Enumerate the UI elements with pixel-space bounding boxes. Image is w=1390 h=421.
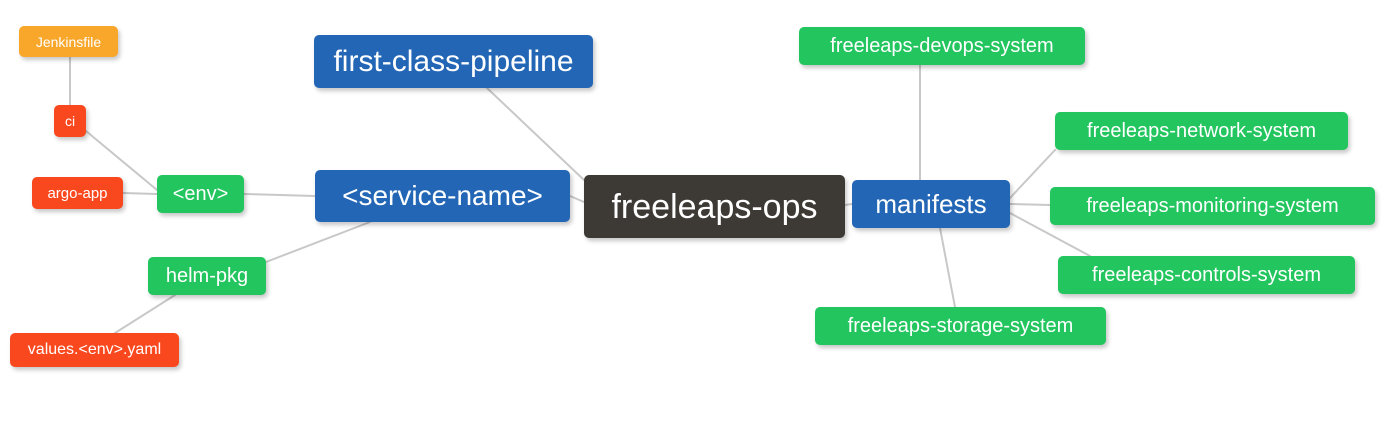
mindmap-node-values-env-yaml[interactable]: values.<env>.yaml	[10, 333, 179, 367]
mindmap-node-helm-pkg[interactable]: helm-pkg	[148, 257, 266, 295]
mindmap-edge-argo-app-to-env	[122, 192, 158, 195]
mindmap-node-ci[interactable]: ci	[54, 105, 86, 137]
mindmap-edge-manifests-to-freeleaps-storage-system	[939, 227, 956, 308]
mindmap-node-manifests[interactable]: manifests	[852, 180, 1010, 228]
mindmap-node-freeleaps-monitoring-system[interactable]: freeleaps-monitoring-system	[1050, 187, 1375, 225]
mindmap-node-label-freeleaps-monitoring-system: freeleaps-monitoring-system	[1086, 195, 1339, 217]
mindmap-node-label-first-class-pipeline: first-class-pipeline	[333, 44, 574, 78]
mindmap-node-label-jenkinsfile: Jenkinsfile	[35, 33, 102, 50]
mindmap-node-label-freeleaps-devops-system: freeleaps-devops-system	[830, 35, 1054, 57]
mindmap-edge-first-class-pipeline-to-freeleaps-ops	[486, 87, 585, 181]
mindmap-node-first-class-pipeline[interactable]: first-class-pipeline	[314, 35, 593, 88]
mindmap-node-label-service-name: <service-name>	[342, 180, 543, 211]
mindmap-node-label-freeleaps-ops: freeleaps-ops	[611, 187, 818, 226]
mindmap-node-label-ci: ci	[64, 113, 76, 129]
mindmap-node-service-name[interactable]: <service-name>	[315, 170, 570, 222]
mindmap-node-freeleaps-ops[interactable]: freeleaps-ops	[584, 175, 845, 238]
mindmap-node-jenkinsfile[interactable]: Jenkinsfile	[19, 26, 118, 57]
mindmap-node-label-manifests: manifests	[875, 189, 987, 219]
mindmap-node-label-values-env-yaml: values.<env>.yaml	[27, 341, 162, 358]
mindmap-node-argo-app[interactable]: argo-app	[32, 177, 123, 209]
mindmap-node-freeleaps-controls-system[interactable]: freeleaps-controls-system	[1058, 256, 1355, 294]
mindmap-node-env[interactable]: <env>	[157, 175, 244, 213]
mindmap-edge-manifests-to-freeleaps-monitoring-system	[1009, 203, 1051, 206]
mindmap-node-label-freeleaps-network-system: freeleaps-network-system	[1087, 120, 1316, 142]
mindmap-node-label-helm-pkg: helm-pkg	[165, 265, 249, 287]
mindmap-node-freeleaps-network-system[interactable]: freeleaps-network-system	[1055, 112, 1348, 150]
mindmap-edge-helm-pkg-to-service-name	[265, 221, 371, 263]
mindmap-edge-env-to-service-name	[243, 193, 316, 197]
mindmap-node-label-freeleaps-controls-system: freeleaps-controls-system	[1092, 264, 1321, 286]
mindmap-node-freeleaps-devops-system[interactable]: freeleaps-devops-system	[799, 27, 1085, 65]
mindmap-edge-freeleaps-ops-to-manifests	[844, 203, 853, 206]
mindmap-node-label-argo-app: argo-app	[47, 184, 108, 202]
mindmap-node-freeleaps-storage-system[interactable]: freeleaps-storage-system	[815, 307, 1106, 345]
mindmap-edge-values-env-yaml-to-helm-pkg	[114, 294, 176, 334]
mindmap-edge-manifests-to-freeleaps-network-system	[1009, 149, 1056, 199]
mindmap-node-label-env: <env>	[172, 183, 229, 205]
mindmap-edge-service-name-to-freeleaps-ops	[569, 195, 585, 203]
mindmap-node-label-freeleaps-storage-system: freeleaps-storage-system	[847, 315, 1074, 337]
